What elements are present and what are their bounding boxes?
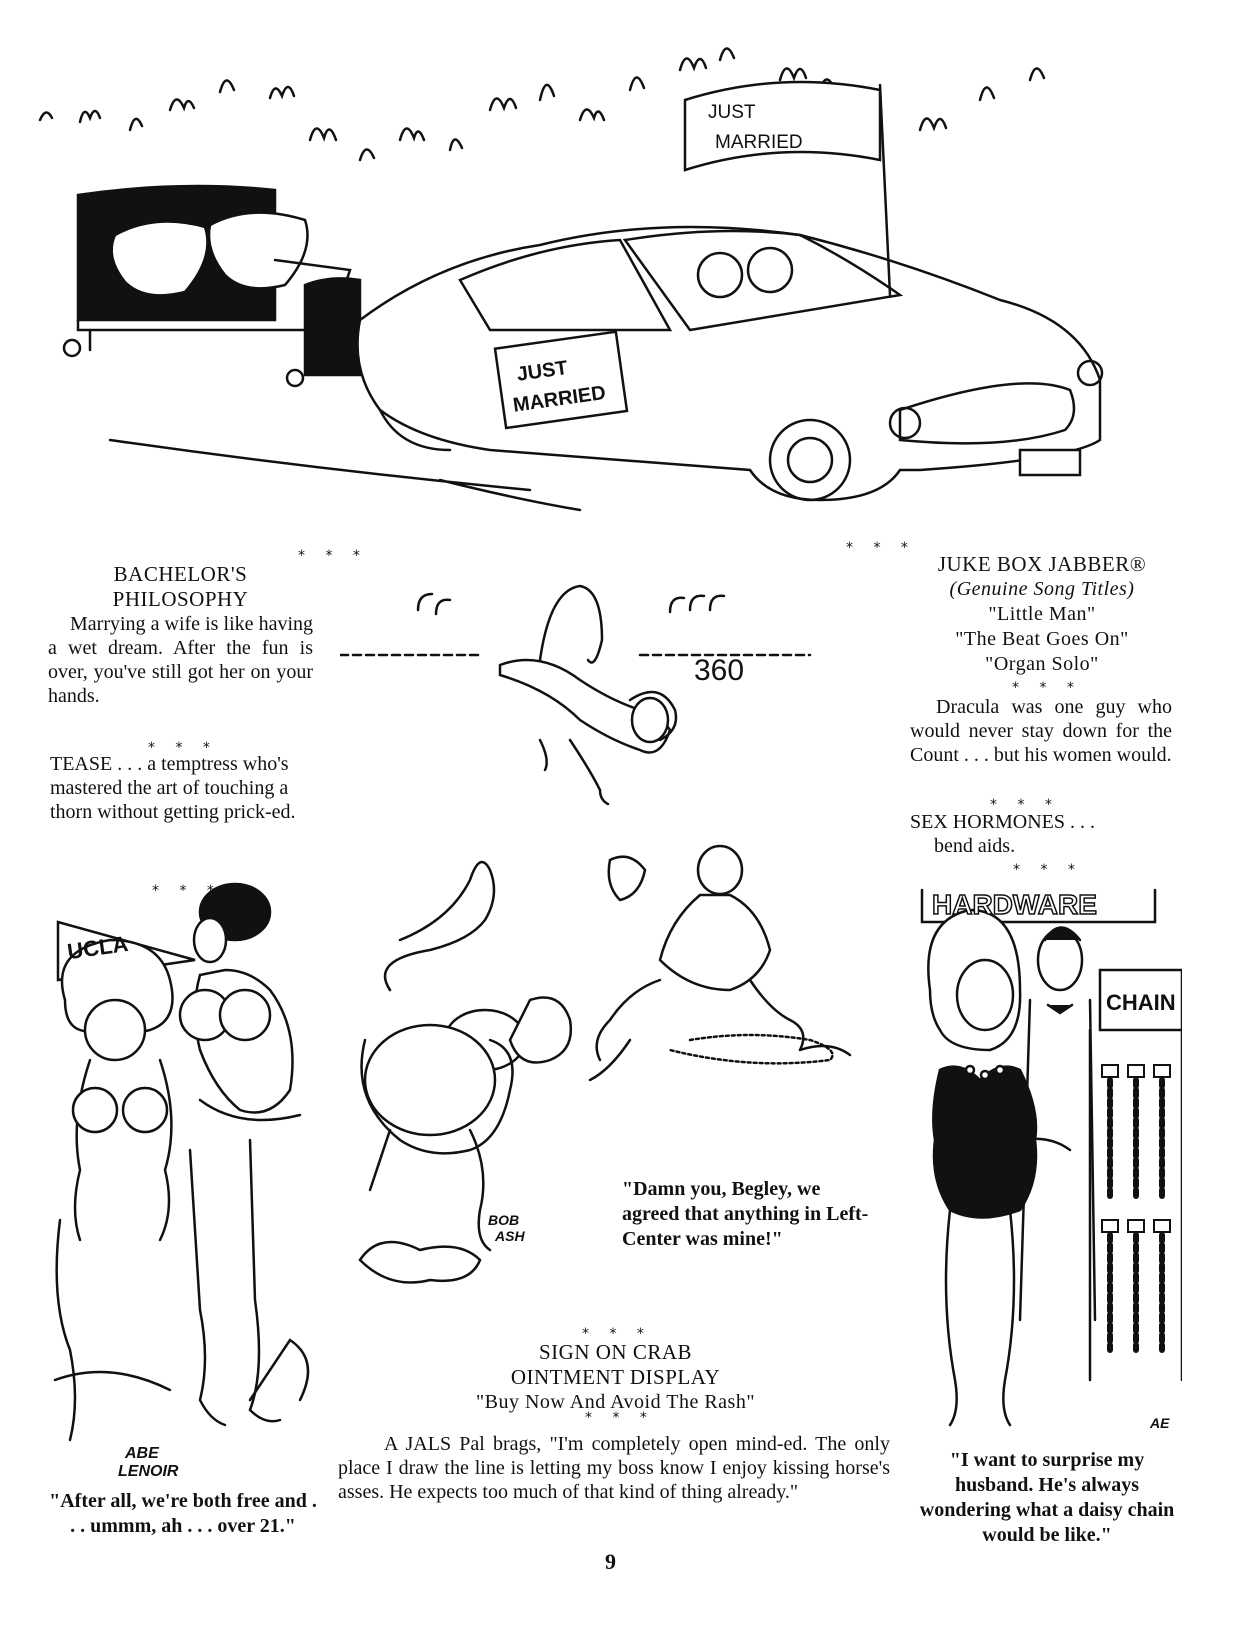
abe-lenoir-signature-line1: ABE <box>124 1445 160 1462</box>
crab-sign-quote: "Buy Now And Avoid The Rash" <box>475 1391 756 1413</box>
hardware-illustration: HARDWARE CHAIN AE <box>920 888 1182 1431</box>
abe-lenoir-signature-line2: LENOIR <box>118 1463 179 1480</box>
jukebox-song: "The Beat Goes On" <box>955 628 1129 650</box>
separator-stars: * * * <box>298 548 368 564</box>
sex-hormones-text: bend aids. <box>934 835 1016 857</box>
jukebox-subtitle: (Genuine Song Titles) <box>949 578 1135 600</box>
bachelors-title-line2: PHILOSOPHY <box>112 587 249 611</box>
baseball-illustration: BOB ASH <box>358 844 852 1284</box>
bob-ash-signature-line2: ASH <box>494 1228 525 1244</box>
dracula-text: Dracula was one guy who would never stay… <box>910 696 1172 766</box>
fence-sign-360: 360 <box>694 654 744 687</box>
bachelors-title-line1: BACHELOR'S <box>113 562 248 586</box>
jals-pal-text: A JALS Pal brags, "I'm completely open m… <box>338 1433 890 1503</box>
bachelors-text: Marrying a wife is like having a wet dre… <box>48 613 313 707</box>
separator-stars: * * * <box>152 883 222 899</box>
banner-text-line2: MARRIED <box>715 132 803 153</box>
baseball-caption: "Damn you, Begley, we agreed that anythi… <box>622 1178 869 1250</box>
diving-woman-cartoon: 360 <box>340 580 820 830</box>
crab-ointment-sign: SIGN ON CRAB OINTMENT DISPLAY "Buy Now A… <box>338 1340 893 1415</box>
separator-stars: * * * <box>1012 680 1082 696</box>
sex-hormones: SEX HORMONES . . . bend aids. <box>910 810 1172 858</box>
separator-stars: * * * <box>582 1326 652 1342</box>
separator-stars: * * * <box>148 740 218 756</box>
jukebox-song: "Little Man" <box>988 603 1096 625</box>
just-married-illustration: JUST MARRIED JUST MARRIED <box>38 47 1104 512</box>
separator-stars: * * * <box>990 797 1060 813</box>
jukebox-jabber: JUKE BOX JABBER® (Genuine Song Titles) "… <box>908 552 1176 677</box>
ucla-illustration: UCLA ABE LENOIR <box>53 882 310 1480</box>
hardware-sign-text: HARDWARE <box>932 889 1097 920</box>
hardware-caption: "I want to surprise my husband. He's alw… <box>919 1449 1175 1546</box>
tease-term: TEASE <box>50 753 113 775</box>
artist-signature: AE <box>1149 1415 1170 1431</box>
hardware-cartoon: HARDWARE CHAIN AE <box>910 880 1182 1440</box>
jukebox-song: "Organ Solo" <box>985 653 1099 675</box>
ucla-caption: "After all, we're both free and . . . um… <box>49 1490 317 1537</box>
sex-hormones-term: SEX HORMONES . . . <box>910 811 1096 833</box>
crab-sign-title-line2: OINTMENT DISPLAY <box>510 1365 721 1389</box>
chain-sign-text: CHAIN <box>1106 990 1176 1015</box>
just-married-cartoon: JUST MARRIED JUST MARRIED <box>20 30 1180 530</box>
crab-sign-title-line1: SIGN ON CRAB <box>538 1340 693 1364</box>
bachelors-philosophy: BACHELOR'S PHILOSOPHY Marrying a wife is… <box>48 562 313 708</box>
jukebox-title: JUKE BOX JABBER® <box>937 552 1147 576</box>
ucla-cartoon: UCLA ABE LENOIR <box>50 880 315 1480</box>
separator-stars: * * * <box>1013 862 1083 878</box>
diving-woman-illustration: 360 <box>340 584 812 806</box>
tease-definition: TEASE . . . a temptress who's mastered t… <box>50 752 314 824</box>
banner-text-line1: JUST <box>708 102 756 123</box>
baseball-cartoon: BOB ASH <box>330 840 870 1320</box>
bob-ash-signature-line1: BOB <box>488 1212 519 1228</box>
tease-text: . . . a temptress who's mastered the art… <box>50 753 296 823</box>
separator-stars: * * * <box>585 1410 655 1426</box>
page-number: 9 <box>605 1549 616 1574</box>
separator-stars: * * * <box>846 540 916 556</box>
